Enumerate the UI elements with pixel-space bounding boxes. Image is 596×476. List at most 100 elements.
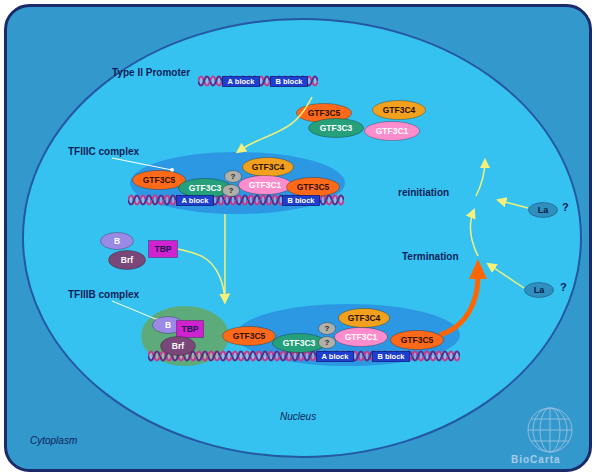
node-label: GTF3C3 (320, 124, 353, 133)
protein-oval: ? (318, 336, 336, 349)
node-label: A block (322, 353, 349, 361)
node-label: GTF3C4 (383, 106, 416, 115)
annotation-label: ? (560, 282, 567, 293)
protein-shape (335, 328, 388, 347)
promoter-element: B block (270, 76, 308, 87)
protein-shape (525, 283, 554, 298)
nucleus-outline (23, 19, 581, 457)
protein-shape (365, 122, 420, 141)
node-label: GTF3C4 (252, 163, 285, 172)
node-heading: Type II Promoter (112, 68, 190, 78)
protein-shape (133, 171, 186, 190)
node-heading: Cytoplasm (30, 436, 77, 446)
complex-ellipse (141, 306, 229, 366)
node-label: ? (325, 339, 330, 347)
node-label: GTF3C1 (249, 181, 282, 190)
node-label: GTF3C3 (283, 339, 316, 348)
protein-oval: GTF3C1 (334, 327, 388, 347)
protein-oval: GTF3C3 (308, 118, 364, 138)
protein-shape (309, 119, 364, 138)
protein-shape (319, 337, 336, 349)
block-shape (373, 352, 410, 362)
protein-oval: GTF3C4 (242, 157, 294, 177)
protein-oval: GTF3C5 (222, 326, 276, 346)
protein-oval: GTF3C1 (364, 121, 420, 141)
node-label: GTF3C5 (143, 176, 176, 185)
node-label: GTF3C5 (308, 109, 341, 118)
node-label: A block (228, 78, 255, 86)
node-heading: TFIIIC complex (68, 147, 139, 157)
block-shape (177, 196, 214, 206)
node-label: GTF3C5 (297, 183, 330, 192)
protein-shape (373, 101, 426, 120)
protein-shape (225, 171, 242, 183)
protein-oval: GTF3C5 (286, 177, 340, 197)
annotation-label: ? (562, 202, 569, 213)
protein-oval: B (100, 232, 134, 250)
protein-shape (319, 323, 336, 335)
node-label: ? (229, 187, 234, 195)
node-label: GTF3C3 (189, 184, 222, 193)
protein-shape (149, 241, 178, 258)
node-label: GTF3C5 (401, 336, 434, 345)
protein-oval: GTF3C1 (238, 175, 292, 195)
protein-shape (287, 178, 340, 197)
protein-oval: ? (222, 184, 240, 197)
protein-oval: GTF3C4 (338, 308, 390, 328)
protein-shape (223, 327, 276, 346)
node-label: GTF3C5 (233, 332, 266, 341)
node-label: B block (377, 353, 404, 361)
nucleus-compartment: A blockB blockType II PromoterGTF3C5GTF3… (22, 18, 582, 458)
protein-complex: BTBPBrfGTF3C5GTF3C3??GTF3C4GTF3C1GTF3C5A… (143, 302, 458, 366)
promoter-element: B block (372, 351, 410, 362)
protein-shape (273, 334, 326, 353)
protein-oval: GTF3C3 (272, 333, 326, 353)
protein-oval: ? (318, 322, 336, 335)
node-label: B (114, 237, 120, 246)
node-label: ? (325, 325, 330, 333)
protein-shape (391, 331, 444, 350)
protein-box: TBP (148, 240, 178, 258)
protein-shape (101, 233, 134, 250)
node-label: A block (182, 197, 209, 205)
protein-oval: GTF3C5 (390, 330, 444, 350)
node-label: GTF3C1 (345, 333, 378, 342)
node-label: TBP (182, 325, 199, 334)
promoter-element: A block (316, 351, 354, 362)
protein-shape (109, 251, 146, 270)
block-shape (317, 352, 354, 362)
protein-oval: GTF3C4 (372, 100, 426, 120)
complex-ellipse (130, 152, 345, 214)
node-label: GTF3C4 (348, 314, 381, 323)
protein-shape (239, 176, 292, 195)
block-shape (271, 77, 308, 87)
protein-shape (243, 158, 294, 177)
node-label: La (538, 206, 549, 215)
protein-shape (529, 203, 558, 218)
cell-outline (6, 6, 591, 471)
block-shape (283, 196, 320, 206)
node-heading: TFIIIB complex (68, 290, 139, 300)
protein-oval: Brf (108, 250, 146, 270)
node-label: ? (231, 173, 236, 181)
protein-shape (223, 185, 240, 197)
protein-oval: GTF3C5 (132, 170, 186, 190)
node-label: Brf (121, 256, 133, 265)
promoter-element: A block (222, 76, 260, 87)
node-label: GTF3C1 (376, 127, 409, 136)
node-label: B (165, 321, 171, 330)
protein-shape (177, 321, 204, 338)
protein-shape (161, 337, 196, 356)
protein-box: TBP (176, 320, 204, 338)
protein-oval: Brf (160, 336, 196, 356)
cell-compartment: A blockB blockType II PromoterGTF3C5GTF3… (4, 4, 592, 472)
protein-oval: La (528, 202, 558, 218)
node-heading: Nucleus (280, 412, 316, 422)
promoter-element: B block (282, 195, 320, 206)
block-shape (223, 77, 260, 87)
node-label: B block (275, 78, 302, 86)
node-label: B block (287, 197, 314, 205)
node-label: Brf (172, 342, 184, 351)
node-label: La (534, 286, 545, 295)
annotation-label: BioCarta (511, 455, 561, 465)
